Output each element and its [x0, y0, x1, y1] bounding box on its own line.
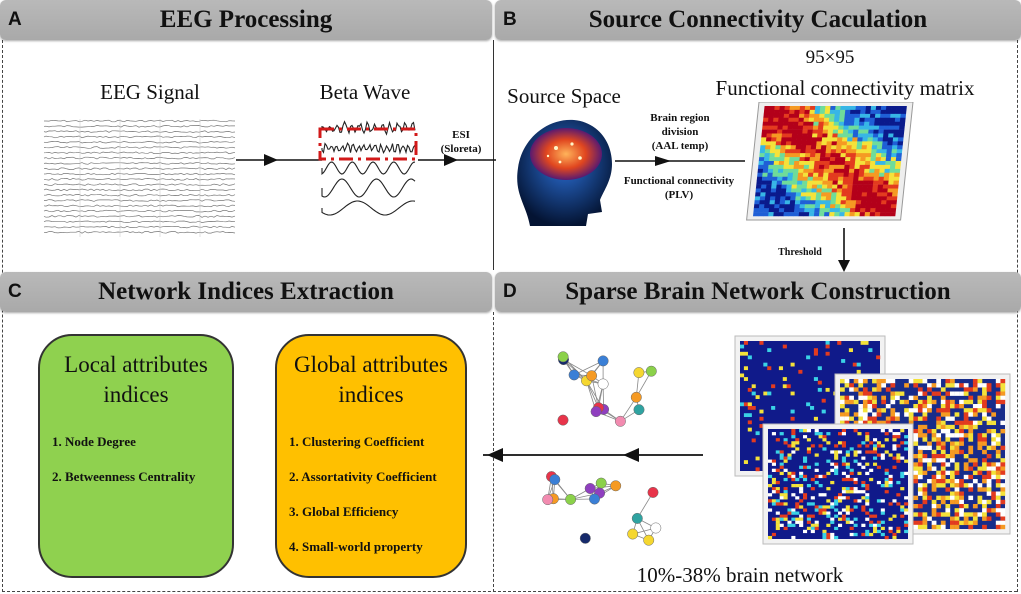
local-item: 2. Betweenness Centrality: [52, 469, 196, 484]
threshold-label: Threshold: [778, 247, 822, 258]
matrix-size-label: 95×95: [805, 47, 855, 68]
esi-label-line1: ESI: [452, 129, 470, 141]
border-right: [1017, 40, 1018, 592]
network-graph-image: [542, 351, 662, 546]
border-left: [2, 40, 3, 592]
title-b: Source Connectivity Caculation: [588, 6, 928, 33]
arrow-to-source: [418, 154, 496, 166]
title-c: Network Indices Extraction: [98, 278, 394, 305]
banner-d: D Sparse Brain Network Construction: [495, 272, 1021, 312]
panel-letter-c: C: [8, 281, 22, 302]
panel-letter-a: A: [8, 9, 22, 30]
local-title-line2: indices: [103, 382, 169, 407]
sparse-matrices-image: [734, 335, 1011, 545]
network-range-label: 10%-38% brain network: [636, 563, 844, 587]
global-item: 1. Clustering Coefficient: [289, 434, 425, 449]
panel-letter-d: D: [503, 281, 517, 302]
beta-wave-image: [318, 120, 418, 216]
eeg-signal-label: EEG Signal: [100, 80, 200, 104]
functional-connectivity-label: Functional connectivity (PLV): [608, 174, 750, 202]
border-bottom: [2, 591, 1017, 592]
brain-region-line1: Brain region: [650, 112, 710, 124]
global-title: Global attributes indices: [277, 350, 465, 410]
local-title-line1: Local attributes: [64, 352, 208, 377]
fc-matrix-image: [746, 102, 914, 221]
matrix-label: Functional connectivity matrix: [715, 76, 975, 100]
global-item: 3. Global Efficiency: [289, 504, 399, 519]
eeg-signal-image: [43, 119, 236, 237]
brain-region-line2: division: [661, 126, 699, 138]
fc-line2: (PLV): [664, 189, 694, 201]
brain-region-line3: (AAL temp): [651, 140, 709, 152]
local-attributes-box: Local attributes indices 1. Node Degree …: [38, 334, 234, 578]
banner-c: C Network Indices Extraction: [0, 272, 492, 312]
divider-top: [493, 40, 494, 270]
global-attributes-box: Global attributes indices 1. Clustering …: [275, 334, 467, 578]
title-d: Sparse Brain Network Construction: [565, 278, 951, 305]
local-title: Local attributes indices: [40, 350, 232, 410]
brain-head-image: [500, 108, 620, 228]
local-list: 1. Node Degree 2. Betweenness Centrality: [40, 424, 232, 494]
global-item: 2. Assortativity Coefficient: [289, 469, 437, 484]
global-title-line2: indices: [338, 382, 404, 407]
global-list: 1. Clustering Coefficient 2. Assortativi…: [277, 424, 465, 564]
banner-b: B Source Connectivity Caculation: [495, 0, 1021, 40]
title-a: EEG Processing: [159, 6, 333, 33]
divider-bottom: [493, 312, 494, 592]
source-space-label: Source Space: [507, 84, 621, 108]
arrow-eeg-to-beta: [236, 154, 322, 166]
brain-region-label: Brain region division (AAL temp): [620, 111, 740, 153]
arrow-source-to-matrix: [615, 156, 745, 166]
fc-line1: Functional connectivity: [623, 175, 735, 187]
global-item: 4. Small-world property: [289, 539, 423, 554]
esi-label: ESI (Sloreta): [426, 128, 496, 156]
panel-letter-b: B: [503, 9, 517, 30]
threshold-arrow: [838, 228, 850, 272]
banner-a: A EEG Processing: [0, 0, 492, 40]
global-title-line1: Global attributes: [294, 352, 448, 377]
arrow-to-indices: [483, 448, 703, 462]
local-item: 1. Node Degree: [52, 434, 136, 449]
beta-wave-label: Beta Wave: [319, 80, 411, 104]
esi-label-line2: (Sloreta): [440, 143, 482, 155]
